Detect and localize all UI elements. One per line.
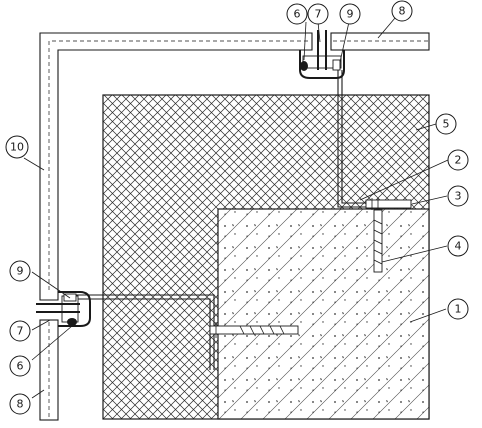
top-cladding-panel [330, 32, 430, 51]
expansion-anchor-horizontal [209, 322, 299, 338]
svg-text:8: 8 [399, 5, 406, 18]
left-joint-connector [36, 291, 91, 327]
callout-1: 1 [447, 298, 469, 320]
expansion-anchor-vertical [373, 209, 383, 273]
anchor-bolt-top [365, 198, 412, 210]
svg-text:2: 2 [455, 154, 462, 167]
svg-text:1: 1 [455, 303, 462, 316]
callout-8-left: 8 [9, 393, 31, 415]
svg-text:9: 9 [347, 8, 354, 21]
callout-4: 4 [447, 235, 469, 257]
left-lower-cladding-panel [39, 319, 59, 421]
callout-6-left: 6 [9, 355, 31, 377]
callout-3: 3 [447, 185, 469, 207]
svg-text:8: 8 [17, 398, 24, 411]
leader-lines [23, 17, 449, 399]
callout-10: 10 [5, 135, 29, 159]
callout-7-top: 7 [307, 3, 329, 25]
svg-text:3: 3 [455, 190, 462, 203]
callout-5: 5 [435, 113, 457, 135]
callout-9-left: 9 [9, 260, 31, 282]
callout-8-top: 8 [391, 0, 413, 22]
top-joint-connector [299, 30, 345, 79]
svg-text:4: 4 [455, 240, 462, 253]
svg-text:5: 5 [443, 118, 450, 131]
corner-cladding-panel [39, 32, 313, 301]
svg-text:10: 10 [10, 141, 24, 154]
svg-text:6: 6 [294, 8, 301, 21]
svg-text:7: 7 [315, 8, 322, 21]
callout-7-left: 7 [9, 320, 31, 342]
callout-6-top: 6 [286, 3, 308, 25]
svg-text:9: 9 [17, 265, 24, 278]
lower-steel-bracket [74, 294, 215, 370]
concrete-column [217, 208, 430, 420]
svg-text:7: 7 [17, 325, 24, 338]
callout-2: 2 [447, 149, 469, 171]
callout-9-top: 9 [339, 3, 361, 25]
svg-text:6: 6 [17, 360, 24, 373]
